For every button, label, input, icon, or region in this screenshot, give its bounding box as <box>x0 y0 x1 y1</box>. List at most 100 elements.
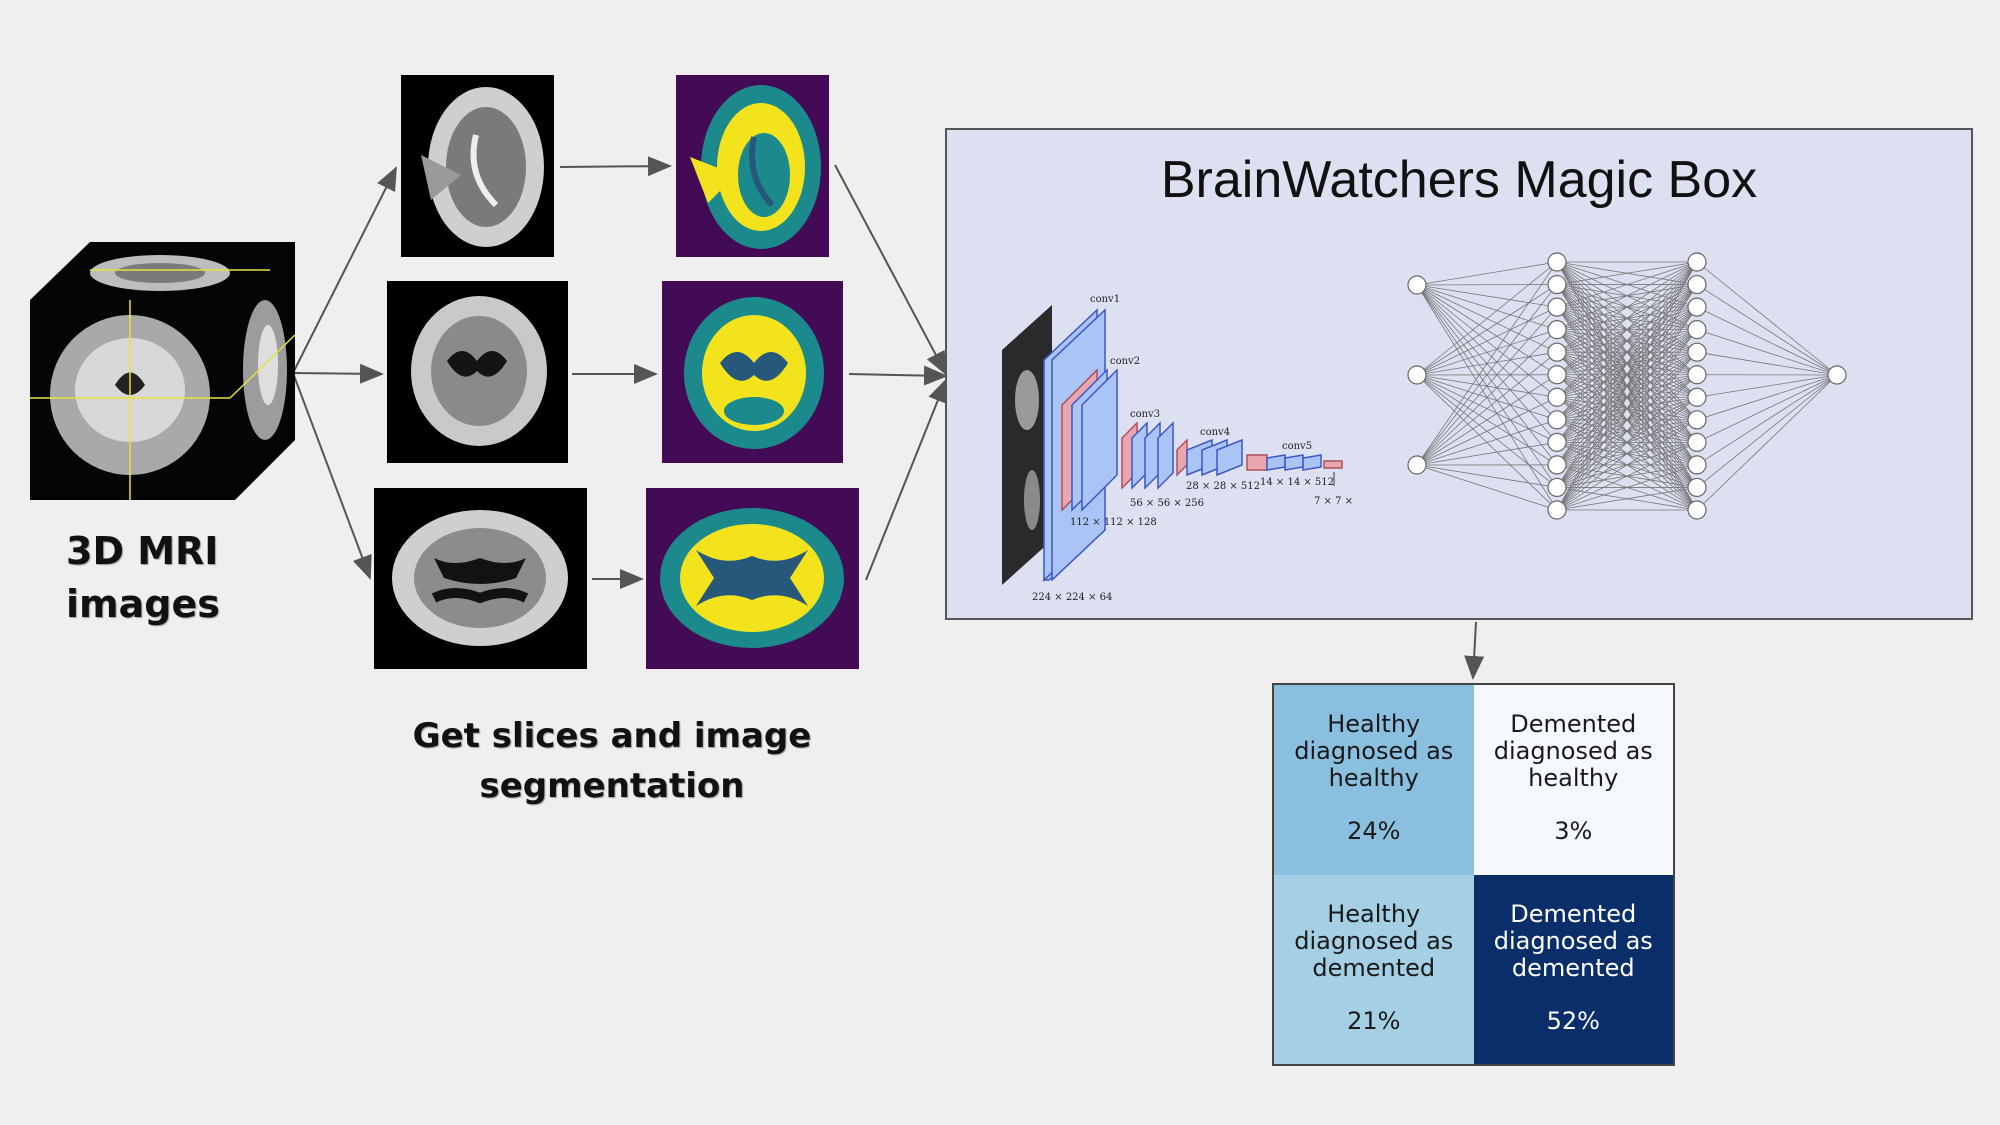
cnn-conv5-block <box>1246 454 1343 471</box>
cm-cell-healthy-as-demented: Healthy diagnosed as demented 21% <box>1274 874 1474 1064</box>
arrow-cube-to-axial <box>292 372 372 580</box>
fcn-neuron <box>1547 274 1567 295</box>
fcn-connection <box>1696 374 1838 443</box>
arrow-box-to-matrix <box>1464 621 1485 680</box>
cm-cell-text-line: diagnosed as <box>1493 737 1653 765</box>
fcn-neuron <box>1687 274 1707 295</box>
cnn-label-dim4: 28 × 28 × 512 <box>1186 481 1260 492</box>
cnn-label-conv5: conv5 <box>1282 441 1312 452</box>
cm-cell-demented-as-demented: Demented diagnosed as demented 52% <box>1473 874 1673 1064</box>
fcn-connection <box>1696 374 1838 421</box>
fcn-connection <box>1556 374 1698 511</box>
fcn-neuron <box>1547 410 1567 430</box>
fcn-connection <box>1556 284 1698 511</box>
fcn-connection <box>1696 374 1838 398</box>
arrow-cube-to-sagittal <box>292 166 397 374</box>
fcn-connection <box>1556 329 1698 511</box>
fcn-neuron <box>1687 387 1707 407</box>
slices-caption-line2: segmentation <box>479 766 745 806</box>
fcn-neuron <box>1687 455 1707 475</box>
sagittal-segmentation-image <box>676 75 829 257</box>
cm-cell-text-line: demented <box>1312 953 1436 982</box>
fcn-connection <box>1556 261 1698 308</box>
fcn-connection <box>1416 261 1558 466</box>
magic-box: BrainWatchers Magic Box conv1 224 × 224 … <box>945 128 1973 620</box>
cm-cell-text-line: Healthy <box>1327 710 1421 738</box>
fcn-neuron <box>1687 500 1707 520</box>
cnn-label-dim2: 112 × 112 × 128 <box>1070 517 1157 528</box>
fcn-connection <box>1416 419 1558 466</box>
cm-cell-percentage: 52% <box>1546 1006 1600 1035</box>
cnn-label-dim6: 7 × 7 × <box>1314 496 1353 507</box>
cm-cell-percentage: 3% <box>1554 817 1593 845</box>
cm-cell-healthy-as-healthy: Healthy diagnosed as healthy 24% <box>1274 685 1474 875</box>
cnn-label-conv3: conv3 <box>1130 409 1160 420</box>
fcn-connection <box>1556 464 1698 511</box>
arrow-cube-to-coronal <box>292 363 384 384</box>
cm-cell-text-line: healthy <box>1528 764 1619 792</box>
fcn-connection <box>1696 261 1838 376</box>
fcn-neuron <box>1547 500 1567 520</box>
fcn-connection <box>1416 464 1558 488</box>
cm-cell-demented-as-healthy: Demented diagnosed as healthy 3% <box>1473 685 1673 875</box>
fcn-neuron <box>1407 275 1427 295</box>
coronal-slice-image <box>387 281 568 463</box>
fcn-connection <box>1556 351 1698 511</box>
cnn-input-image <box>1002 305 1052 585</box>
fcn-neuron <box>1547 342 1567 362</box>
axial-segmentation-image <box>646 488 859 669</box>
cnn-label-conv1: conv1 <box>1090 294 1120 305</box>
fcn-connection <box>1556 261 1698 353</box>
fcn-neuron <box>1827 365 1847 385</box>
fcn-connection <box>1416 284 1558 466</box>
fcn-connection <box>1416 306 1558 376</box>
fcn-connection <box>1416 284 1558 376</box>
fcn-neuron <box>1547 432 1567 452</box>
fcn-neuron <box>1687 410 1707 430</box>
sagittal-slice-image <box>401 75 554 257</box>
cnn-label-dim3: 56 × 56 × 256 <box>1130 498 1204 509</box>
fcn-connection <box>1416 306 1558 466</box>
fcn-connection <box>1556 261 1698 511</box>
cm-cell-text-line: Demented <box>1510 710 1637 738</box>
fcn-connection <box>1556 261 1698 421</box>
fcn-connection <box>1696 374 1838 466</box>
fcn-neuron <box>1687 297 1707 317</box>
fcn-connection <box>1696 329 1838 376</box>
fcn-connection <box>1556 261 1698 398</box>
cnn-conv4-block <box>1176 438 1243 477</box>
fcn-connection <box>1556 442 1698 511</box>
fcn-connection <box>1556 487 1698 511</box>
cnn-architecture-diagram: conv1 224 × 224 × 64 conv2 112 × 112 × 1… <box>1002 294 1353 600</box>
fcn-neuron <box>1547 387 1567 407</box>
fcn-neuron <box>1687 365 1707 385</box>
fcn-connection <box>1556 306 1698 511</box>
arrow-seg1-to-box <box>834 164 947 376</box>
cm-cell-text-line: Demented <box>1510 899 1637 928</box>
cnn-conv3-block <box>1121 421 1174 490</box>
fcn-connection <box>1416 441 1558 466</box>
fcn-neuron <box>1547 455 1567 475</box>
fcn-connection <box>1556 261 1698 443</box>
slices-caption-line1: Get slices and image <box>412 716 812 756</box>
fcn-connection <box>1416 284 1558 331</box>
fcn-neuron <box>1547 252 1567 272</box>
fcn-connection <box>1416 261 1558 376</box>
fcn-neuron <box>1687 477 1707 498</box>
fcn-connection <box>1416 351 1558 466</box>
fcn-connection <box>1416 329 1558 376</box>
fcn-connection <box>1696 351 1838 376</box>
fcn-connection <box>1416 329 1558 466</box>
cm-cell-text-line: diagnosed as <box>1493 926 1653 955</box>
cm-cell-percentage: 21% <box>1347 1006 1401 1035</box>
fcn-neuron <box>1407 455 1427 475</box>
coronal-segmentation-image <box>662 281 843 463</box>
cm-cell-percentage: 24% <box>1347 817 1401 845</box>
fcn-connection <box>1416 374 1558 466</box>
fully-connected-network-diagram <box>1407 252 1847 520</box>
arrow-seg2-to-box <box>848 365 948 386</box>
mri-caption-line1: 3D MRI <box>66 529 219 573</box>
mri-cube <box>30 242 296 500</box>
cm-cell-text-line: demented <box>1511 953 1635 982</box>
fcn-neuron <box>1547 477 1567 498</box>
